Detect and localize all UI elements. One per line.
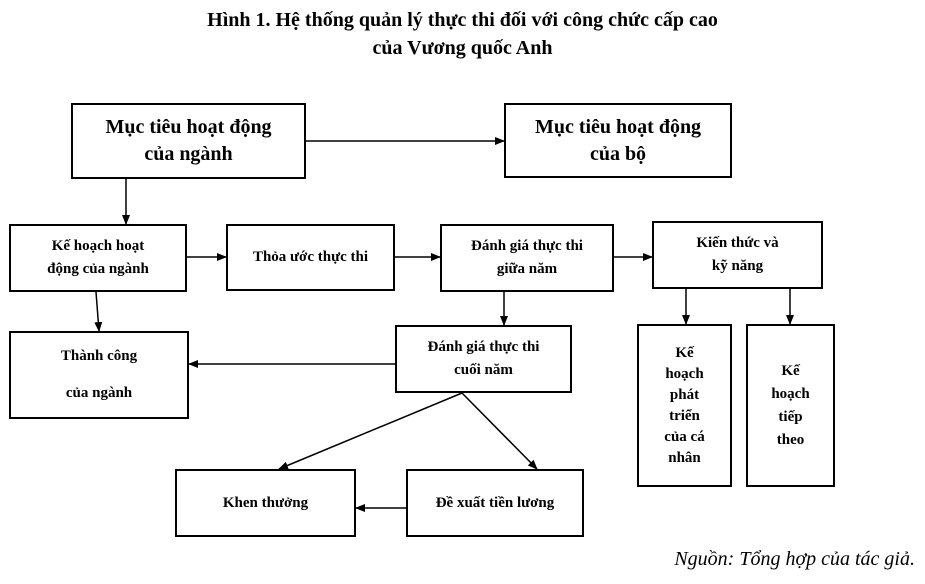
box-industry-goals-line-2: của ngành	[144, 143, 233, 165]
box-personal-plan-line-1: Kế	[675, 344, 694, 361]
box-mid-year-review-line-2: giữa năm	[496, 261, 558, 277]
box-year-end-review: Đánh giá thực thi cuối năm	[395, 325, 572, 393]
box-ministry-goals: Mục tiêu hoạt động của bộ	[504, 103, 732, 178]
box-performance-agreement-line-1: Thỏa ước thực thi	[252, 249, 369, 265]
arrow-year-end-to-reward	[278, 392, 463, 470]
diagram-title-line-1: Hình 1. Hệ thống quản lý thực thi đối vớ…	[207, 9, 718, 31]
box-industry-plan-line-1: Kế hoạch hoạt	[51, 238, 145, 254]
box-knowledge-skills-line-1: Kiến thức và	[696, 235, 779, 251]
box-personal-plan-line-2: hoạch	[665, 365, 704, 382]
box-reward: Khen thưởng	[175, 469, 356, 537]
box-industry-plan: Kế hoạch hoạt động của ngành	[9, 224, 187, 292]
box-industry-goals-line-1: Mục tiêu hoạt động	[105, 116, 272, 138]
box-knowledge-skills-line-2: kỹ năng	[711, 258, 764, 274]
arrow-year-end-to-salary	[461, 392, 538, 470]
box-personal-plan-line-3: phát	[669, 386, 700, 403]
source-note: Nguồn: Tổng hợp của tác giả.	[674, 548, 915, 570]
box-performance-agreement: Thỏa ước thực thi	[226, 224, 395, 291]
box-next-plan-line-1: Kế	[781, 362, 800, 379]
box-year-end-review-line-2: cuối năm	[454, 362, 513, 378]
box-mid-year-review: Đánh giá thực thi giữa năm	[440, 224, 614, 292]
box-industry-plan-line-2: động của ngành	[47, 261, 149, 277]
arrow-industry-plan-to-success	[94, 291, 103, 332]
box-reward-line-1: Khen thưởng	[222, 494, 309, 511]
box-next-plan-line-2: hoạch	[771, 385, 810, 402]
box-next-plan-line-3: tiếp	[778, 408, 803, 425]
box-industry-success-line-2: của ngành	[65, 385, 133, 401]
box-next-plan: Kế hoạch tiếp theo	[746, 324, 835, 487]
box-salary-proposal-line-1: Đề xuất tiền lương	[435, 494, 555, 511]
box-personal-plan-line-5: của cá	[664, 428, 705, 445]
box-personal-development-plan: Kế hoạch phát triển của cá nhân	[637, 324, 732, 487]
box-ministry-goals-line-1: Mục tiêu hoạt động	[534, 115, 702, 138]
box-salary-proposal: Đề xuất tiền lương	[406, 469, 584, 537]
box-personal-plan-line-4: triển	[669, 407, 700, 424]
box-industry-success: Thành công của ngành	[9, 331, 189, 419]
box-industry-success-line-1: Thành công	[60, 348, 138, 364]
box-mid-year-review-line-1: Đánh giá thực thi	[471, 238, 583, 254]
box-year-end-review-line-1: Đánh giá thực thi	[427, 339, 540, 355]
box-next-plan-line-4: theo	[776, 431, 805, 448]
box-ministry-goals-line-2: của bộ	[589, 142, 647, 165]
box-industry-goals: Mục tiêu hoạt động của ngành	[71, 103, 306, 179]
box-knowledge-skills: Kiến thức và kỹ năng	[652, 221, 823, 289]
diagram-title-line-2: của Vương quốc Anh	[372, 37, 553, 59]
box-personal-plan-line-6: nhân	[668, 449, 701, 466]
